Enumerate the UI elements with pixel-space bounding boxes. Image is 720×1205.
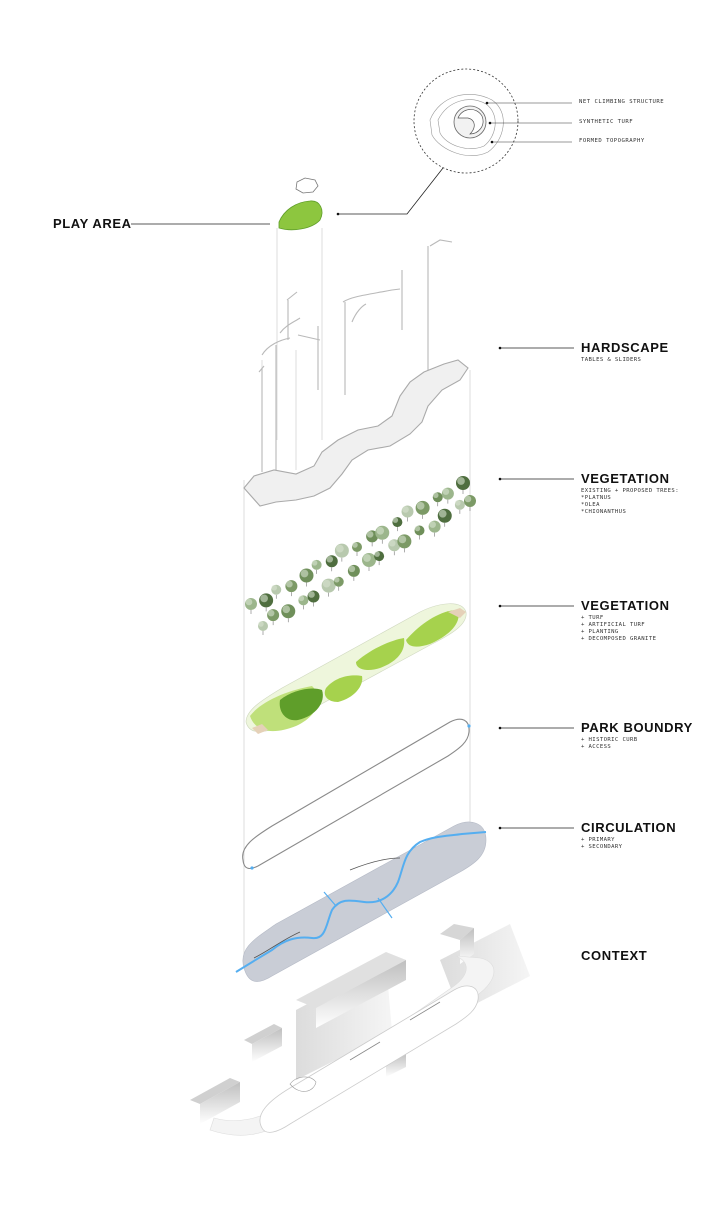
tree-canopy — [245, 598, 257, 614]
hardscape-items: TABLES & SLIDERS — [581, 357, 669, 364]
trees-layer — [245, 476, 476, 635]
tree-canopy — [271, 584, 282, 599]
tree-canopy — [258, 621, 268, 635]
hardscape-layer — [243, 239, 469, 507]
vegetation-tree-item: *CHIONANTHUS — [581, 509, 627, 515]
tree-canopy — [441, 487, 454, 504]
context-building-1 — [296, 952, 406, 1008]
vegetation-ground-item: + DECOMPOSED GRANITE — [581, 636, 657, 642]
tree-canopy — [362, 553, 376, 571]
tree-canopy — [397, 534, 412, 553]
context-building-2 — [440, 924, 474, 940]
tree-canopy — [428, 520, 441, 537]
circulation-label: CIRCULATION + PRIMARY + SECONDARY — [581, 820, 676, 851]
tree-canopy — [347, 564, 360, 581]
callout-net-climbing: NET CLIMBING STRUCTURE — [579, 99, 665, 105]
tree-canopy — [333, 576, 344, 591]
tree-canopy — [392, 517, 403, 532]
vegetation-ground-label: VEGETATION + TURF + ARTIFICIAL TURF + PL… — [581, 598, 670, 643]
tree-canopy — [454, 499, 465, 514]
park-boundary-layer — [242, 718, 471, 870]
circulation-item: + SECONDARY — [581, 844, 623, 850]
park-boundry-item: + HISTORIC CURB — [581, 737, 638, 743]
secondary-path — [323, 891, 393, 919]
tree-canopy — [437, 508, 452, 527]
tree-canopy — [334, 543, 349, 562]
park-boundry-item: + ACCESS — [581, 744, 612, 750]
hardscape-item: TABLES & SLIDERS — [581, 357, 642, 363]
play-area-turf — [278, 200, 323, 231]
park-boundry-label: PARK BOUNDRY + HISTORIC CURB + ACCESS — [581, 720, 693, 751]
vegetation-ground-title: VEGETATION — [581, 598, 670, 613]
tree-canopy — [352, 542, 362, 556]
tree-canopy — [299, 568, 314, 587]
play-area-title: PLAY AREA — [53, 216, 132, 231]
vegetation-tree-item: *PLATNUS — [581, 495, 612, 501]
tree-canopy — [401, 505, 414, 522]
park-boundry-items: + HISTORIC CURB + ACCESS — [581, 737, 693, 751]
vegetation-ground-item: + PLANTING — [581, 629, 619, 635]
circulation-layer — [235, 821, 487, 982]
primary-path — [235, 831, 487, 973]
play-area-layer — [278, 177, 323, 231]
artificial-turf-patch — [279, 688, 323, 721]
tree-canopy — [267, 609, 280, 626]
vegetation-tree-item: EXISTING + PROPOSED TREES: — [581, 488, 679, 494]
vegetation-ground-items: + TURF + ARTIFICIAL TURF + PLANTING + DE… — [581, 615, 670, 643]
context-title: CONTEXT — [581, 948, 648, 963]
circulation-item: + PRIMARY — [581, 837, 615, 843]
ground-vegetation-layer — [245, 603, 467, 734]
context-building-3 — [190, 1078, 240, 1104]
tree-canopy — [285, 580, 298, 597]
play-structure-outline — [295, 177, 319, 194]
hardscape-label: HARDSCAPE TABLES & SLIDERS — [581, 340, 669, 364]
vegetation-trees-title: VEGETATION — [581, 471, 670, 486]
tree-canopy — [456, 476, 470, 494]
context-park-outline — [259, 985, 479, 1133]
granite-patch — [448, 608, 466, 618]
hardscape-paving — [243, 359, 469, 507]
vegetation-trees-items: EXISTING + PROPOSED TREES: *PLATNUS *OLE… — [581, 488, 679, 516]
turf-patch-3 — [406, 610, 459, 647]
tree-canopy — [375, 525, 390, 544]
vegetation-ground-item: + ARTIFICIAL TURF — [581, 622, 646, 628]
circulation-title: CIRCULATION — [581, 820, 677, 835]
tree-canopy — [414, 525, 425, 540]
turf-patch-2 — [356, 638, 405, 670]
tree-canopy — [374, 551, 385, 566]
tree-canopy — [311, 559, 322, 574]
tree-canopy — [432, 492, 443, 507]
label-leaders — [131, 223, 574, 829]
tree-canopy — [415, 500, 430, 519]
tree-canopy — [366, 530, 379, 547]
tree-canopy — [298, 595, 309, 610]
planting-patch — [324, 675, 363, 702]
context-building-4 — [244, 1024, 282, 1044]
circulation-items: + PRIMARY + SECONDARY — [581, 837, 676, 851]
callout-formed-topography: FORMED TOPOGRAPHY — [579, 138, 645, 144]
play-detail-callout — [336, 68, 572, 216]
tree-canopy — [388, 539, 401, 556]
vegetation-ground-item: + TURF — [581, 615, 604, 621]
hardscape-title: HARDSCAPE — [581, 340, 669, 355]
granite-patch-2 — [252, 724, 268, 734]
vegetation-trees-label: VEGETATION EXISTING + PROPOSED TREES: *P… — [581, 471, 679, 516]
tree-canopy — [321, 578, 336, 597]
tree-canopy — [281, 604, 296, 623]
tree-canopy — [259, 593, 274, 612]
vegetation-tree-item: *OLEA — [581, 502, 600, 508]
callout-synthetic-turf: SYNTHETIC TURF — [579, 119, 634, 125]
tree-canopy — [464, 495, 476, 511]
context-layer — [190, 924, 530, 1136]
tree-canopy — [325, 555, 338, 572]
tree-canopy — [307, 590, 320, 607]
park-boundry-title: PARK BOUNDRY — [581, 720, 693, 735]
